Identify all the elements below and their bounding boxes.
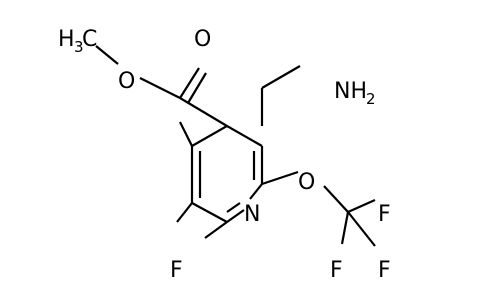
methyl-h-count: 3 bbox=[74, 38, 84, 56]
bond-cf3-fleft bbox=[340, 211, 350, 245]
bond-c6-f bbox=[176, 202, 193, 223]
amine-label: NH 2 bbox=[334, 79, 376, 108]
bond-c2-o bbox=[261, 170, 299, 186]
ring-n-label: N bbox=[244, 202, 260, 227]
bond-n-c6-inner bbox=[226, 202, 241, 213]
bond-c-o-single bbox=[139, 77, 181, 99]
cf3-f-right-label: F bbox=[378, 258, 391, 283]
bond-c2-n bbox=[249, 183, 263, 200]
cf3-f-top-label: F bbox=[378, 202, 391, 227]
bond-o-ch3 bbox=[95, 45, 119, 65]
bond-c4-c3 bbox=[226, 125, 263, 147]
methyl-h-label: H bbox=[58, 27, 75, 52]
amine-h-count: 2 bbox=[366, 90, 376, 108]
bond-cf3-ftop bbox=[347, 198, 376, 214]
cf3-f-left-label: F bbox=[330, 258, 343, 283]
bond-o-cf3 bbox=[323, 185, 349, 213]
bond-c6-c5 bbox=[191, 202, 228, 223]
carbonyl-o-label: O bbox=[194, 27, 211, 52]
bond-c-o-double-b bbox=[187, 72, 207, 104]
bond-n-c6 bbox=[226, 209, 245, 223]
bond-c-o-double-a bbox=[179, 67, 200, 99]
ester-o-label: O bbox=[118, 69, 135, 94]
bond-c4-ccarbonyl bbox=[179, 121, 193, 147]
bond-c4-c5-top bbox=[191, 125, 228, 147]
bond-c6-f-stem bbox=[204, 221, 228, 239]
amine-nh-label: NH bbox=[334, 79, 367, 104]
methyl-c-label: C bbox=[82, 27, 97, 52]
bond-ch2-n bbox=[261, 65, 301, 89]
ether-o-label: O bbox=[298, 170, 315, 195]
bond-cf3-fright bbox=[347, 211, 376, 247]
bond-ccarbonyl-ring bbox=[179, 97, 228, 127]
methyl-label: H 3 C bbox=[58, 27, 97, 56]
ring-f-label: F bbox=[170, 258, 183, 283]
